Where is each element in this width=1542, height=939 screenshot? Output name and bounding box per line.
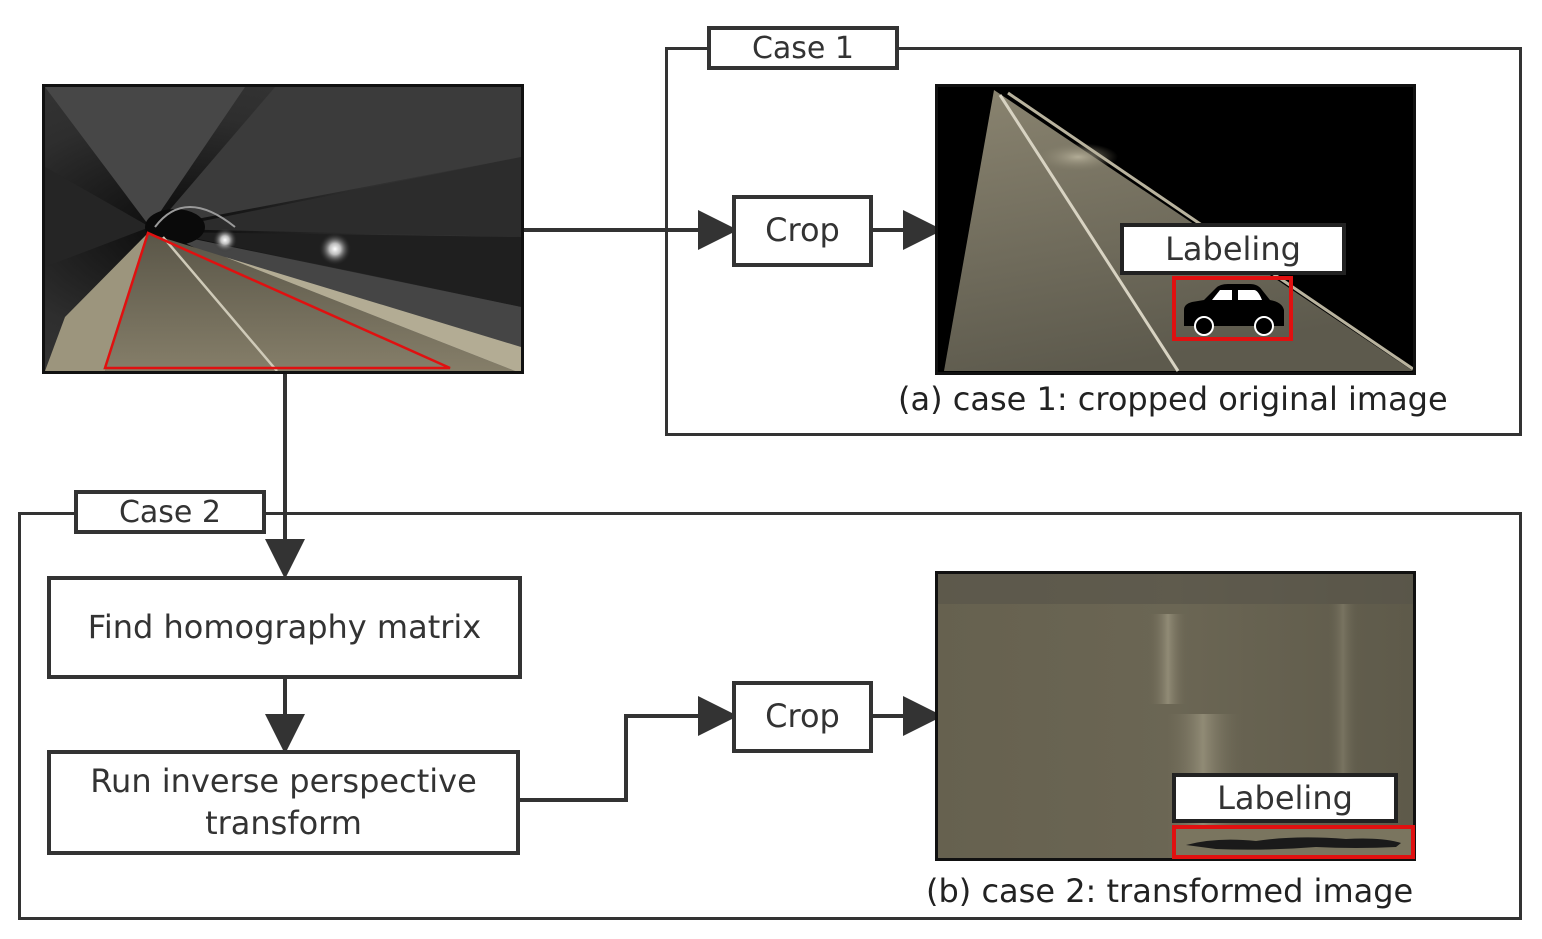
case1-caption: (a) case 1: cropped original image: [898, 380, 1448, 418]
case1-frame: [665, 47, 1522, 436]
case2-tag: Case 2: [74, 490, 266, 534]
car-icon: [1184, 284, 1284, 336]
case1-tag: Case 1: [707, 26, 899, 70]
tunnel-scene: [45, 87, 521, 371]
case2-frame: [18, 512, 1522, 920]
inverse-perspective-box: Run inverse perspective transform: [47, 750, 520, 855]
find-homography-box: Find homography matrix: [47, 576, 522, 679]
case2-labeling-box: Labeling: [1172, 773, 1398, 823]
inverse-perspective-label-line1: Run inverse perspective: [90, 761, 477, 800]
arrow-right-icon: [520, 696, 738, 802]
case1-crop-box: Crop: [732, 195, 873, 267]
source-tunnel-image: [42, 84, 524, 374]
case2-vehicle-bbox: [1172, 825, 1415, 859]
inverse-perspective-label-line2: transform: [205, 803, 362, 842]
case2-crop-box: Crop: [732, 681, 873, 753]
case2-caption: (b) case 2: transformed image: [926, 872, 1414, 910]
case1-vehicle-bbox: [1172, 276, 1293, 341]
car-icon: [1186, 837, 1401, 850]
case1-labeling-box: Labeling: [1120, 223, 1346, 275]
